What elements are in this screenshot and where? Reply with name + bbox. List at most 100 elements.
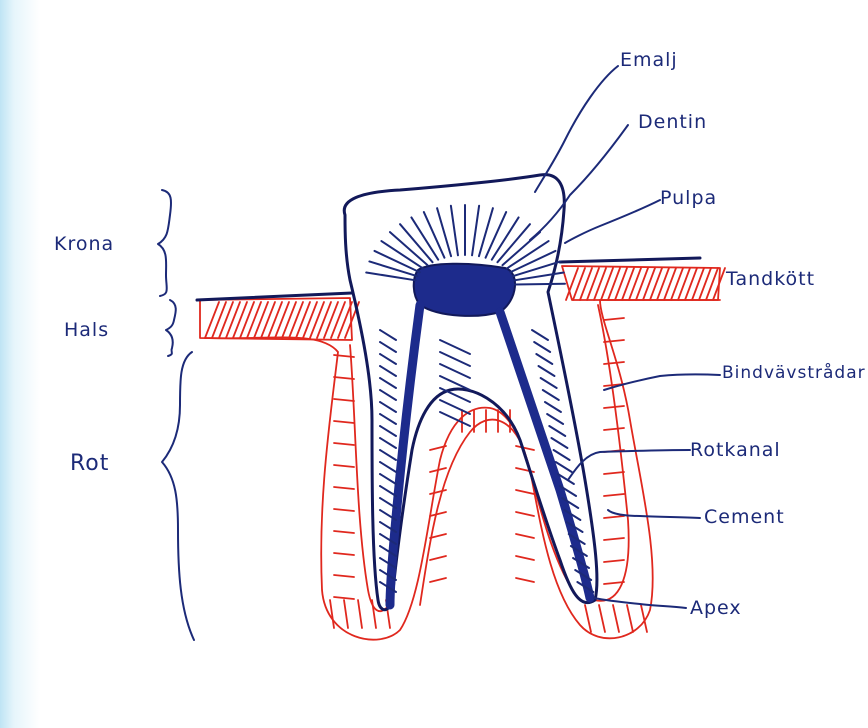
gum-hatch-line bbox=[636, 268, 648, 300]
bracket-hals bbox=[166, 300, 176, 356]
root-canal-right bbox=[500, 312, 590, 598]
label-hals: Hals bbox=[64, 319, 109, 341]
gum-hatch-line bbox=[331, 302, 345, 338]
gum-hatch-line bbox=[685, 268, 697, 300]
tissue-rung bbox=[604, 472, 624, 474]
gum-hatch-line bbox=[282, 302, 296, 338]
tissue-rung bbox=[334, 531, 354, 533]
dentin-line bbox=[534, 342, 550, 352]
dentin-line bbox=[486, 212, 507, 258]
gum-hatch-line bbox=[608, 268, 620, 300]
dentin-line bbox=[380, 450, 396, 460]
tissue-rung bbox=[334, 509, 354, 511]
label-pulpa: Pulpa bbox=[660, 187, 717, 209]
gum-hatch-line bbox=[254, 302, 268, 338]
bracket-krona bbox=[158, 190, 171, 296]
gum-hatch-line bbox=[310, 302, 324, 338]
tissue-rung bbox=[604, 362, 624, 364]
tissue-rung bbox=[604, 516, 624, 518]
leader-rotkanal bbox=[568, 450, 690, 480]
gumline-right bbox=[560, 258, 700, 262]
tissue-rung bbox=[334, 553, 354, 555]
gum-hatch-line bbox=[643, 268, 655, 300]
bracket-rot bbox=[162, 352, 194, 640]
gum-hatch-line bbox=[317, 302, 331, 338]
gum-hatch-line bbox=[233, 302, 247, 338]
dentin-line bbox=[551, 438, 567, 448]
gum-hatch-line bbox=[240, 302, 254, 338]
gum-hatch-line bbox=[664, 268, 676, 300]
tissue-rung bbox=[430, 578, 446, 582]
dentin-line bbox=[515, 284, 565, 285]
gum-hatch-line bbox=[303, 302, 317, 338]
tissue-rung bbox=[604, 406, 624, 408]
tissue-rung bbox=[334, 421, 354, 423]
gum-hatch-line bbox=[247, 302, 261, 338]
gum-hatch-line bbox=[622, 268, 634, 300]
dentin-line bbox=[451, 206, 458, 256]
tissue-rung bbox=[604, 428, 624, 430]
tissue-rung bbox=[334, 465, 354, 467]
dentin-line bbox=[545, 402, 561, 412]
dentin-line bbox=[532, 330, 548, 340]
tissue-rung bbox=[334, 575, 354, 577]
gum-hatch-line bbox=[650, 268, 662, 300]
gum-hatch-line bbox=[205, 302, 219, 338]
dentin-line bbox=[538, 366, 554, 376]
dentin-line bbox=[380, 342, 396, 352]
tissue-rung bbox=[516, 534, 534, 538]
leader-dentin bbox=[530, 125, 628, 240]
gum-hatch-line bbox=[261, 302, 275, 338]
tissue-rung bbox=[334, 399, 354, 401]
tissue-rung bbox=[334, 377, 354, 379]
dentin-line bbox=[479, 208, 493, 256]
leader-pulpa bbox=[565, 200, 660, 243]
dentin-line bbox=[424, 212, 445, 258]
gum-hatch-line bbox=[706, 268, 718, 300]
label-tandkott: Tandkött bbox=[725, 268, 815, 290]
gum-hatch-line bbox=[212, 302, 226, 338]
label-bindvavstradar: Bindvävstrådar bbox=[722, 362, 866, 383]
dentin-line bbox=[380, 366, 396, 376]
tissue-rung bbox=[599, 605, 605, 632]
dentin-line bbox=[543, 390, 559, 400]
dentin-line bbox=[437, 208, 451, 256]
tissue-rung bbox=[430, 512, 446, 516]
gum-hatch-line bbox=[296, 302, 310, 338]
gum-hatch-line bbox=[629, 268, 641, 300]
dentin-line bbox=[549, 426, 565, 436]
label-cement: Cement bbox=[704, 506, 785, 528]
label-rotkanal: Rotkanal bbox=[690, 439, 781, 461]
tissue-rung bbox=[372, 600, 376, 628]
gum-hatch-line bbox=[615, 268, 627, 300]
dentin-line bbox=[440, 340, 470, 354]
dentin-line bbox=[440, 352, 470, 366]
dentin-line bbox=[536, 354, 552, 364]
label-dentin: Dentin bbox=[638, 111, 707, 133]
gum-hatch-line bbox=[678, 268, 690, 300]
dentin-line bbox=[380, 438, 396, 448]
gum-hatch-line bbox=[268, 302, 282, 338]
label-krona: Krona bbox=[54, 233, 114, 255]
gum-hatch-line bbox=[601, 268, 613, 300]
dentin-line bbox=[440, 400, 470, 414]
tissue-rung bbox=[334, 487, 354, 489]
gum-hatch-line bbox=[692, 268, 704, 300]
dentin-line bbox=[380, 426, 396, 436]
tissue-rung bbox=[604, 340, 624, 342]
tissue-rung bbox=[516, 556, 534, 560]
tissue-rung bbox=[585, 605, 591, 632]
label-rot: Rot bbox=[70, 451, 109, 476]
tissue-rung bbox=[613, 605, 619, 632]
tissue-rung bbox=[627, 605, 633, 632]
tissue-rung bbox=[516, 446, 534, 450]
dentin-line bbox=[380, 378, 396, 388]
label-apex: Apex bbox=[690, 597, 742, 619]
dentin-line bbox=[380, 390, 396, 400]
dentin-line bbox=[380, 462, 396, 472]
gum-hatch-line bbox=[594, 268, 606, 300]
dentin-line bbox=[380, 474, 396, 484]
leader-emalj bbox=[535, 66, 618, 192]
gum-hatch-line bbox=[580, 268, 592, 300]
